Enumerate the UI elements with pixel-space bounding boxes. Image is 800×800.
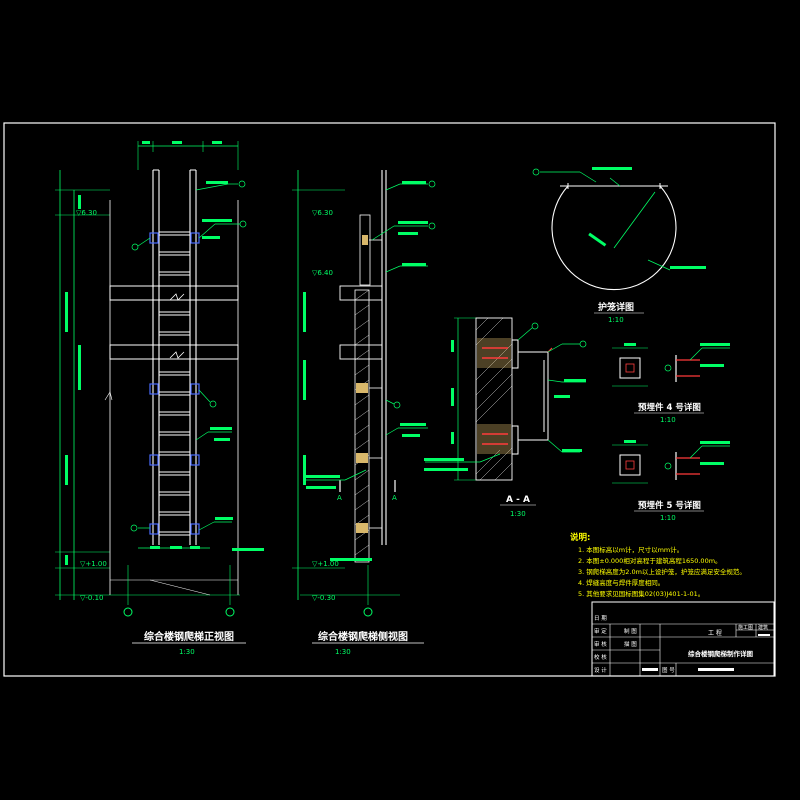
section-title: A - A [506, 495, 530, 505]
section-mark-a-left: A [337, 494, 342, 502]
drawing-no-label: 图 号 [662, 666, 675, 674]
front-view-title: 综合楼钢爬梯正视图 [144, 630, 234, 643]
side-view-scale: 1:30 [335, 648, 351, 656]
sheet-border [3, 122, 776, 677]
embed-4-detail: 预埋件 4 号详图 1:10 [612, 343, 730, 424]
date-label: 日 期 [594, 615, 607, 622]
embed-5-detail: 预埋件 5 号详图 1:10 [612, 440, 730, 522]
side-view: A A ▽6.30 ▽6.40 ▽+1.00 ▽-0.30 [292, 170, 436, 656]
title-row-label: 校 核 [594, 653, 607, 661]
note-line: 4. 焊缝高度与焊件厚度相同。 [578, 578, 664, 587]
elevation-mark: ▽-0.10 [80, 594, 104, 602]
front-elevations: ▽6.30 ▽+1.00 ▽-0.10 [76, 209, 107, 602]
title-row-label: 审 核 [594, 640, 607, 648]
phase-label: 施工图 [738, 624, 753, 631]
side-view-title: 综合楼钢爬梯侧视图 [318, 630, 408, 643]
notes-heading: 说明: [570, 532, 590, 543]
section-a-a: A - A 1:30 [424, 317, 587, 518]
front-view: ▽6.30 ▽+1.00 ▽-0.10 综合楼钢爬梯正视图 1:30 [55, 141, 264, 656]
title-row-label: 审 定 [594, 627, 607, 635]
project-label: 工 程 [708, 629, 722, 637]
title-row-label: 描 图 [624, 640, 637, 648]
cage-detail: 护笼详图 1:10 [532, 167, 706, 324]
note-line: 1. 本图标高以m计，尺寸以mm计。 [578, 545, 683, 554]
drawing-name: 综合楼钢爬梯制作详图 [688, 649, 754, 658]
side-elevations: ▽6.30 ▽6.40 ▽+1.00 ▽-0.30 [312, 209, 339, 602]
elevation-mark: ▽6.30 [76, 209, 97, 217]
title-block: 审 定 审 核 校 核 设 计 制 图 描 图 工 程 施工图 建筑 综合楼钢爬… [591, 601, 775, 677]
elevation-mark: ▽+1.00 [80, 560, 107, 568]
elevation-mark: ▽+1.00 [312, 560, 339, 568]
part-label: 建筑 [758, 624, 768, 631]
note-line: 3. 钢爬梯高度为2.0m以上设护笼，护笼应满足安全规范。 [578, 567, 746, 576]
note-line: 2. 本图±0.000相对高程于建筑高程1650.00m。 [578, 556, 722, 565]
embed5-title: 预埋件 5 号详图 [638, 500, 701, 511]
cage-detail-title: 护笼详图 [598, 301, 634, 313]
title-row-label: 制 图 [624, 627, 637, 635]
note-line: 5. 其他要求见国标图集02(03)J401-1-01。 [578, 589, 704, 598]
section-scale: 1:30 [510, 510, 526, 518]
embed4-scale: 1:10 [660, 416, 676, 424]
title-row-label: 设 计 [594, 666, 607, 674]
section-mark-a-right: A [392, 494, 397, 502]
elevation-mark: ▽6.40 [312, 269, 333, 277]
elevation-mark: ▽6.30 [312, 209, 333, 217]
design-notes: 说明: 1. 本图标高以m计，尺寸以mm计。 2. 本图±0.000相对高程于建… [570, 532, 746, 598]
front-view-scale: 1:30 [179, 648, 195, 656]
embed5-scale: 1:10 [660, 514, 676, 522]
cage-detail-scale: 1:10 [608, 316, 624, 324]
elevation-mark: ▽-0.30 [312, 594, 336, 602]
embed4-title: 预埋件 4 号详图 [638, 402, 701, 413]
